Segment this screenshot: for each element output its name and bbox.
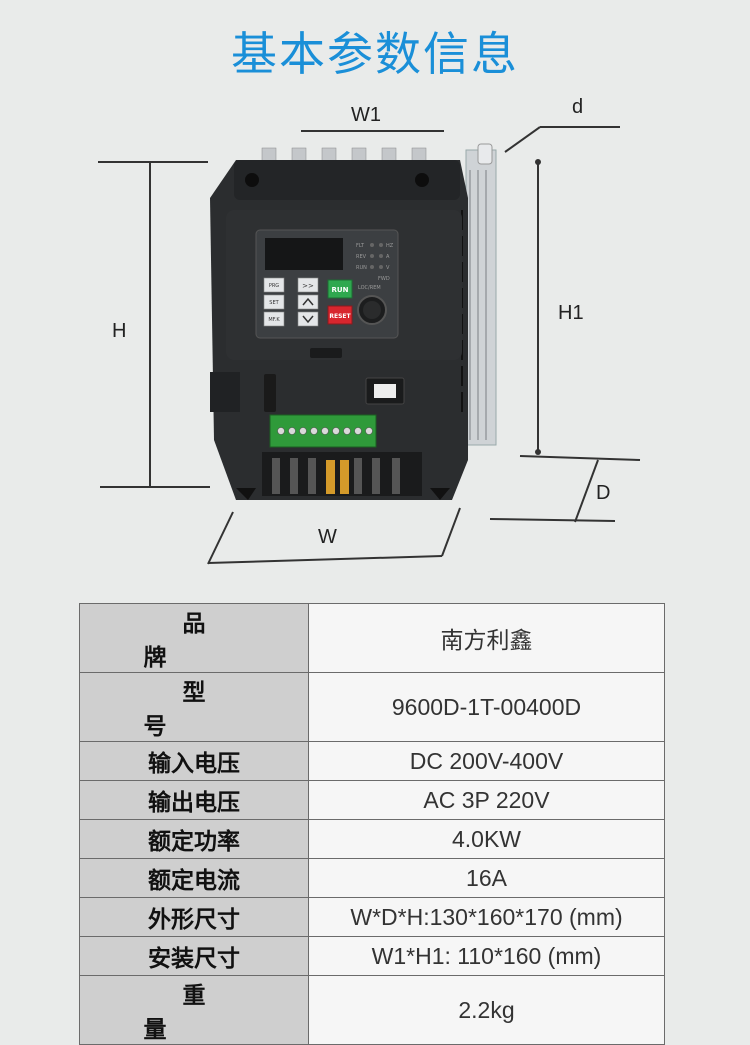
dimension-h-label: H bbox=[112, 320, 127, 342]
inverter-product-illustration: FLT REV RUN HZ A V FWD LOC/REM PRG SET M… bbox=[98, 126, 641, 565]
spec-key: 输入电压 bbox=[79, 741, 309, 781]
spec-key: 型号 bbox=[79, 672, 309, 742]
table-row: 重量 2.2kg bbox=[79, 975, 665, 1045]
up-key[interactable] bbox=[297, 294, 319, 310]
spec-key: 输出电压 bbox=[79, 780, 309, 820]
reset-key[interactable] bbox=[327, 305, 353, 325]
table-row: 输入电压 DC 200V-400V bbox=[79, 741, 665, 781]
svg-text:MF.K: MF.K bbox=[268, 317, 280, 323]
run-key[interactable] bbox=[327, 279, 353, 299]
set-key[interactable] bbox=[263, 294, 285, 310]
svg-text:SET: SET bbox=[269, 300, 279, 306]
dimension-d-label: D bbox=[596, 482, 611, 504]
reset-key-label: RESET bbox=[329, 313, 351, 320]
dimension-d-small-label: d bbox=[572, 96, 584, 118]
mf-rev-key[interactable] bbox=[263, 311, 285, 327]
dimension-w1-label: W1 bbox=[351, 104, 381, 126]
shift-key[interactable] bbox=[297, 277, 319, 293]
led-label-hz: HZ bbox=[386, 243, 394, 249]
led-label-run: RUN bbox=[356, 265, 367, 271]
table-row: 额定功率 4.0KW bbox=[79, 819, 665, 859]
led-label-flt: FLT bbox=[356, 243, 365, 249]
spec-value: W1*H1: 110*160 (mm) bbox=[308, 936, 665, 976]
led-label-v: V bbox=[386, 265, 390, 271]
dimension-lines bbox=[98, 126, 641, 565]
spec-value: W*D*H:130*160*170 (mm) bbox=[308, 897, 665, 937]
table-row: 品牌 南方利鑫 bbox=[79, 603, 665, 673]
down-arrow-icon bbox=[302, 315, 314, 324]
spec-key: 额定功率 bbox=[79, 819, 309, 859]
led-label-fwd: FWD bbox=[378, 276, 390, 282]
spec-value: 4.0KW bbox=[308, 819, 665, 859]
spec-value: AC 3P 220V bbox=[308, 780, 665, 820]
dimension-h1-label: H1 bbox=[558, 302, 584, 324]
spec-value: 16A bbox=[308, 858, 665, 898]
spec-key: 品牌 bbox=[79, 603, 309, 673]
table-row: 额定电流 16A bbox=[79, 858, 665, 898]
table-row: 安装尺寸 W1*H1: 110*160 (mm) bbox=[79, 936, 665, 976]
spec-value: 9600D-1T-00400D bbox=[308, 672, 665, 742]
svg-text:PRG: PRG bbox=[269, 283, 279, 289]
spec-key: 重量 bbox=[79, 975, 309, 1045]
table-row: 输出电压 AC 3P 220V bbox=[79, 780, 665, 820]
led-label-rev: REV bbox=[356, 254, 367, 260]
led-display bbox=[265, 238, 343, 270]
spec-key: 额定电流 bbox=[79, 858, 309, 898]
down-key[interactable] bbox=[297, 311, 319, 327]
up-arrow-icon bbox=[302, 297, 314, 306]
spec-key: 安装尺寸 bbox=[79, 936, 309, 976]
page-title: 基本参数信息 bbox=[231, 27, 519, 81]
spec-value: DC 200V-400V bbox=[308, 741, 665, 781]
loc-rem-label: LOC/REM bbox=[358, 285, 381, 291]
shift-key-label: >> bbox=[302, 282, 314, 290]
spec-key: 外形尺寸 bbox=[79, 897, 309, 937]
spec-value: 2.2kg bbox=[308, 975, 665, 1045]
table-row: 外形尺寸 W*D*H:130*160*170 (mm) bbox=[79, 897, 665, 937]
spec-value: 南方利鑫 bbox=[308, 603, 665, 673]
run-key-label: RUN bbox=[332, 286, 349, 294]
dimension-w-label: W bbox=[318, 526, 337, 548]
led-label-a: A bbox=[386, 254, 390, 260]
spec-table: 品牌 南方利鑫 型号 9600D-1T-00400D 输入电压 DC 200V-… bbox=[79, 603, 665, 1045]
prg-esc-key[interactable] bbox=[263, 277, 285, 293]
table-row: 型号 9600D-1T-00400D bbox=[79, 672, 665, 742]
